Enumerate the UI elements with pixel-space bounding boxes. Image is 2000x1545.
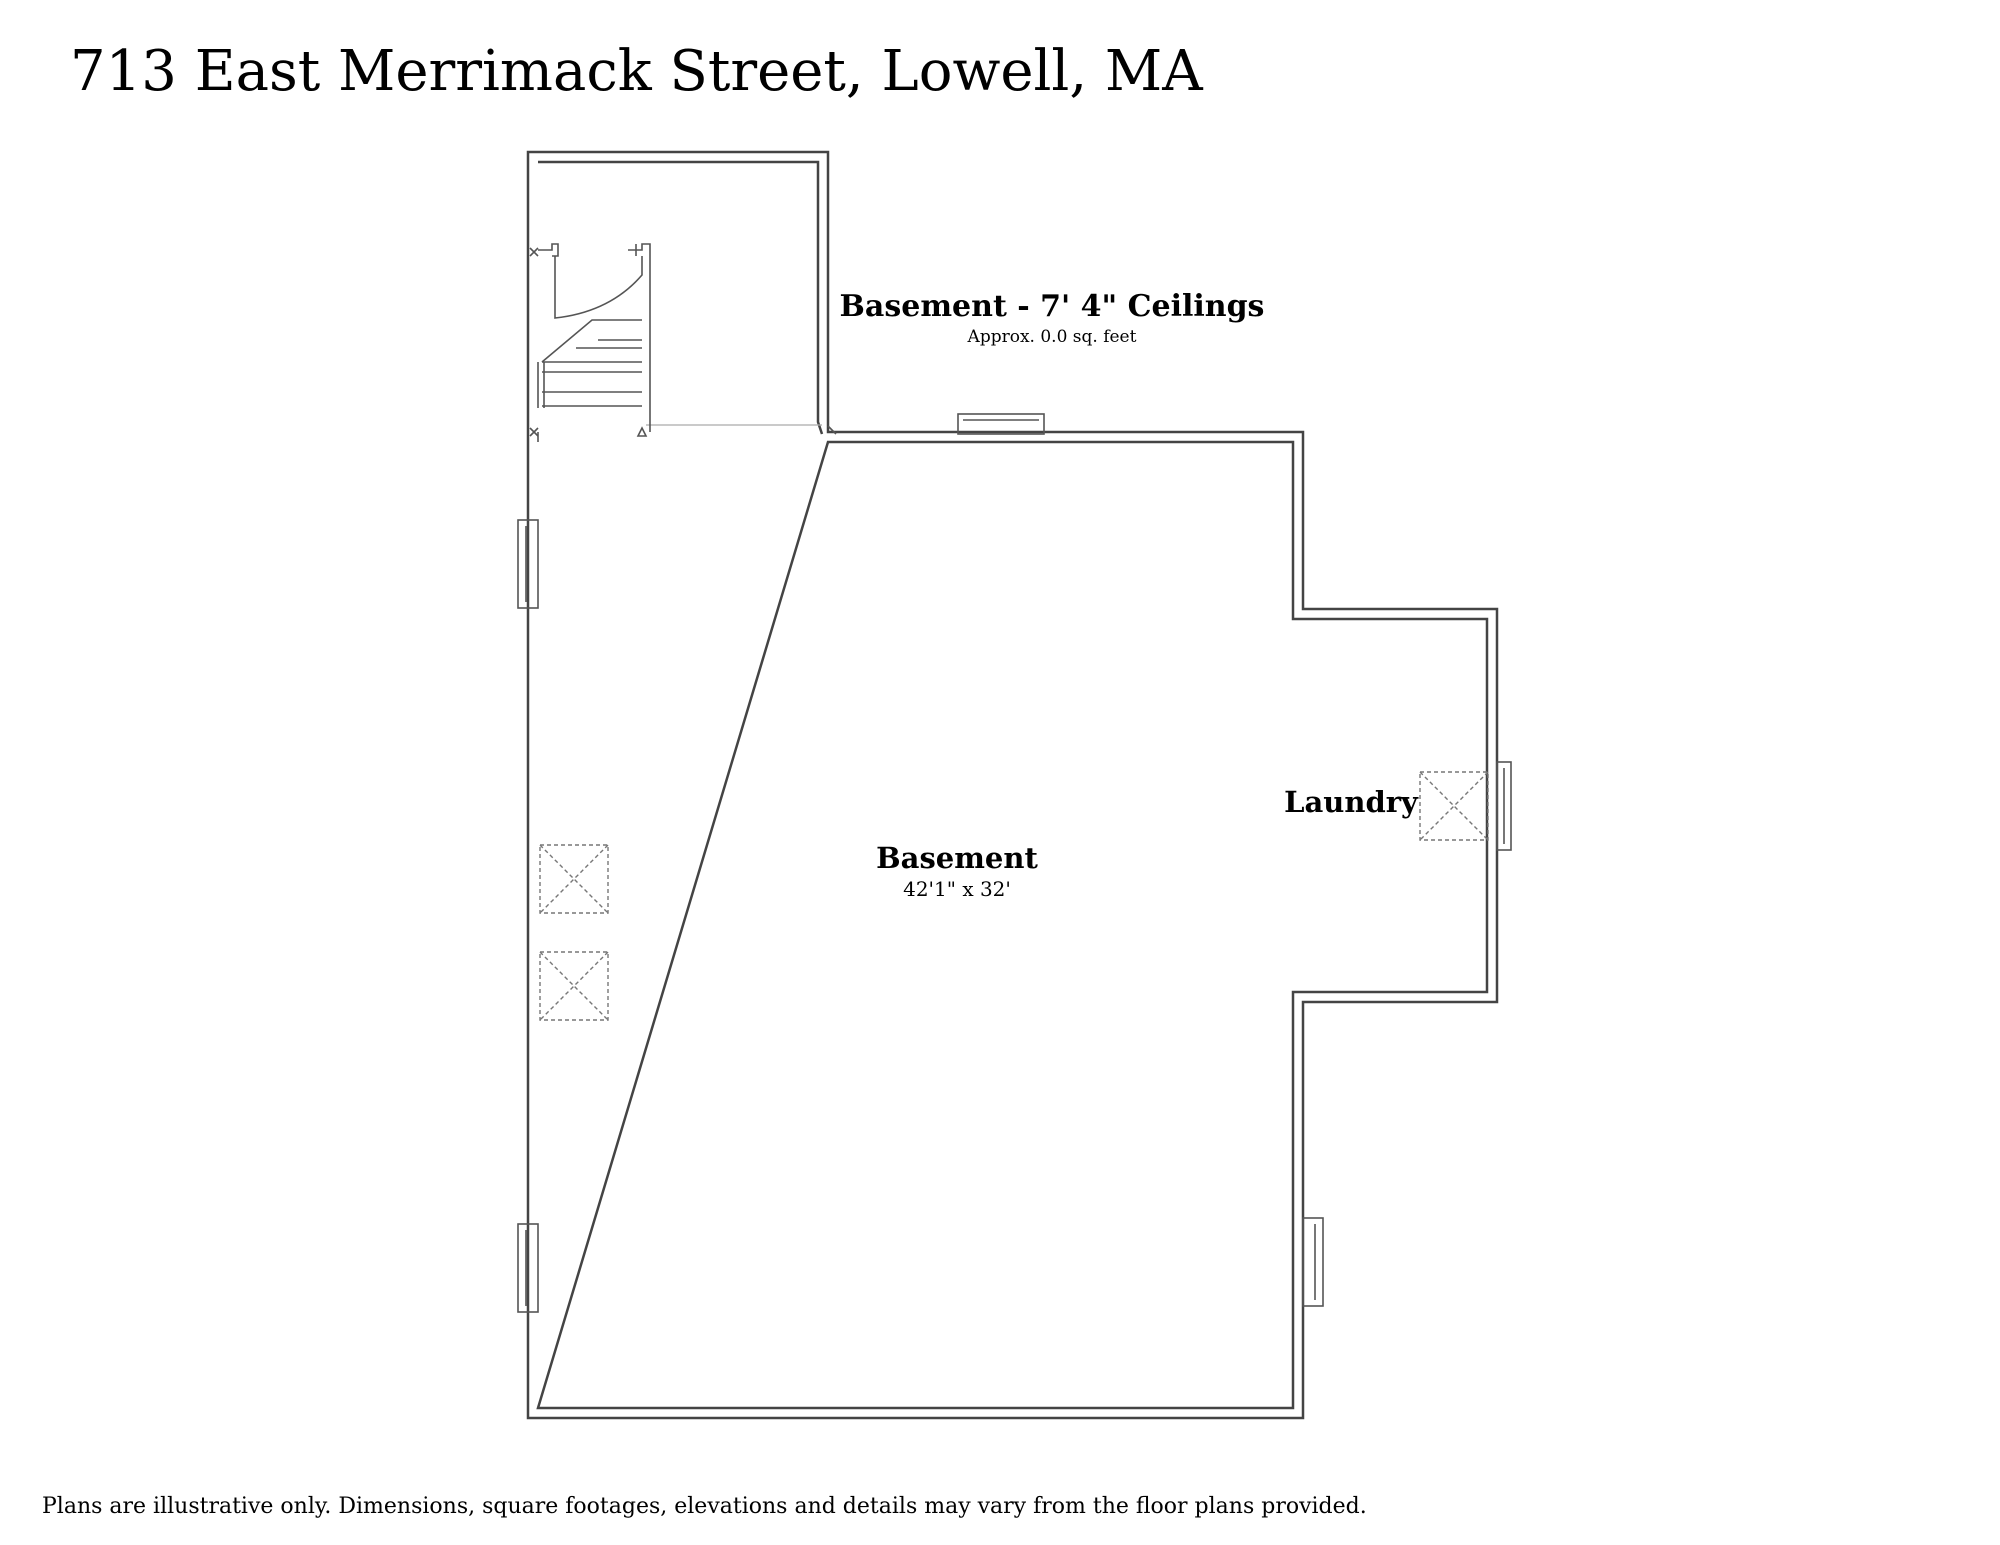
window-top bbox=[957, 413, 1045, 435]
post-upper-diag-2 bbox=[539, 844, 609, 914]
window-right-lower bbox=[1302, 1217, 1324, 1307]
address-title: 713 East Merrimack Street, Lowell, MA bbox=[70, 39, 1203, 104]
support-posts bbox=[539, 771, 1489, 1021]
floor-area: Approx. 0.0 sq. feet bbox=[967, 327, 1137, 347]
exterior-walls bbox=[526, 150, 1499, 1420]
stair-marker-right bbox=[636, 426, 648, 437]
window-left-upper bbox=[517, 519, 539, 609]
stair-stringer-right bbox=[628, 243, 651, 432]
post-lower bbox=[539, 951, 609, 1021]
stair-swing-curve bbox=[554, 256, 643, 319]
laundry-appliance bbox=[1419, 771, 1489, 841]
stair-tread-1 bbox=[541, 319, 642, 363]
post-lower-diag-2 bbox=[539, 951, 609, 1021]
stair-newel-left bbox=[538, 243, 559, 257]
stair-marker-left bbox=[529, 427, 539, 437]
laundry-appliance-diag-1 bbox=[1419, 771, 1489, 841]
laundry-appliance-diag-2 bbox=[1419, 771, 1489, 841]
room-dims-basement: 42'1" x 32' bbox=[903, 877, 1011, 901]
floor-title: Basement - 7' 4" Ceilings bbox=[840, 289, 1265, 324]
disclaimer: Plans are illustrative only. Dimensions,… bbox=[42, 1494, 1367, 1519]
post-upper-diag-1 bbox=[539, 844, 609, 914]
windows bbox=[517, 413, 1512, 1313]
main-outer-wall bbox=[526, 150, 1499, 1420]
post-upper bbox=[539, 844, 609, 914]
staircase bbox=[529, 243, 837, 437]
window-laundry bbox=[1496, 761, 1512, 851]
post-lower-diag-1 bbox=[539, 951, 609, 1021]
stair-marker-top bbox=[529, 247, 539, 257]
room-label-basement: Basement bbox=[876, 841, 1038, 875]
opening-corner-marker bbox=[827, 425, 837, 435]
window-left-lower bbox=[517, 1223, 539, 1313]
main-inner-wall bbox=[536, 160, 1489, 1410]
room-label-laundry: Laundry bbox=[1284, 785, 1419, 819]
